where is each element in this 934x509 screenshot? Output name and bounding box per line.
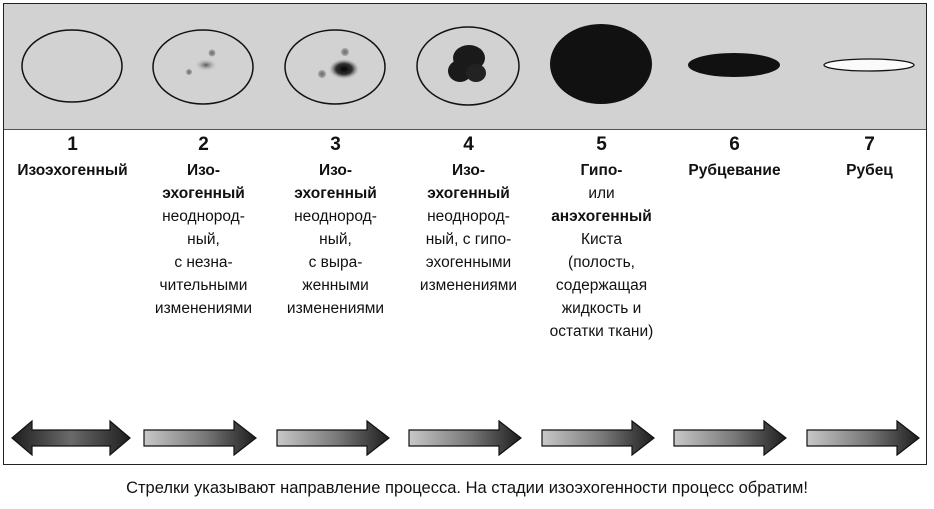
stage-description-line: неоднород- [294, 208, 377, 225]
stage-description-line: изменениями [286, 300, 385, 317]
stage-description-line: с выра- [308, 254, 363, 271]
stage-description-line: ный, [187, 231, 220, 248]
stage-description-line: (полость, [568, 254, 635, 271]
stage-title-line: Изо- [318, 162, 353, 179]
right-arrow-icon [673, 419, 787, 457]
stage-title-line: Изо- [186, 162, 221, 179]
stage-description-line: женными [302, 277, 369, 294]
stage-title-line: Изо- [451, 162, 486, 179]
stage-number: 4 [463, 134, 474, 155]
ultrasound-image-band [4, 4, 926, 130]
stage-description-line: неоднород- [162, 208, 245, 225]
stage-description-line: ный, [319, 231, 352, 248]
stage-4-illustration [416, 26, 520, 106]
stage-description-line: изменениями [154, 300, 253, 317]
stage-description-line: чительными [159, 277, 248, 294]
stage-title-line: Гипо- [580, 162, 623, 179]
stage-number: 7 [864, 134, 875, 155]
right-arrow-icon [408, 419, 522, 457]
stage-description-line: эхогенными [425, 254, 512, 271]
footer-caption: Стрелки указывают направление процесса. … [126, 479, 808, 497]
process-arrows [11, 419, 920, 457]
stage-number: 2 [198, 134, 209, 155]
stage-description-line: неоднород- [427, 208, 510, 225]
stage-title-line: Изоэхогенный [17, 162, 128, 179]
stage-description-line: Киста [581, 231, 622, 248]
stage-number: 6 [729, 134, 740, 155]
right-arrow-icon [806, 419, 920, 457]
stage-illustrations [21, 24, 915, 106]
stage-title-line: эхогенный [162, 185, 245, 202]
stage-title-line: Рубцевание [688, 162, 781, 179]
stage-description-line: содержащая [555, 277, 648, 294]
stage-3-illustration [284, 29, 386, 105]
right-arrow-icon [276, 419, 390, 457]
stage-7-illustration [823, 58, 915, 72]
stage-description-line: ный, с гипо- [425, 231, 512, 248]
stage-description-line: остатки ткани) [549, 323, 654, 340]
stage-number: 1 [67, 134, 78, 155]
stage-title-line: анэхогенный [551, 208, 652, 225]
stage-title-line: эхогенный [427, 185, 510, 202]
stage-number: 3 [330, 134, 341, 155]
stage-1-illustration [21, 29, 123, 103]
stage-title-line: эхогенный [294, 185, 377, 202]
stage-description-line: с незна- [174, 254, 233, 271]
stage-5-illustration [550, 24, 652, 104]
stage-6-illustration [688, 53, 780, 77]
stage-description-line: жидкость и [561, 300, 642, 317]
stage-description-line: или [588, 185, 615, 202]
right-arrow-icon [143, 419, 257, 457]
stage-description-line: изменениями [419, 277, 518, 294]
right-arrow-icon [541, 419, 655, 457]
stage-title-line: Рубец [846, 162, 893, 179]
stage-2-illustration [152, 29, 254, 105]
double-arrow-icon [11, 419, 131, 457]
stage-number: 5 [596, 134, 607, 155]
